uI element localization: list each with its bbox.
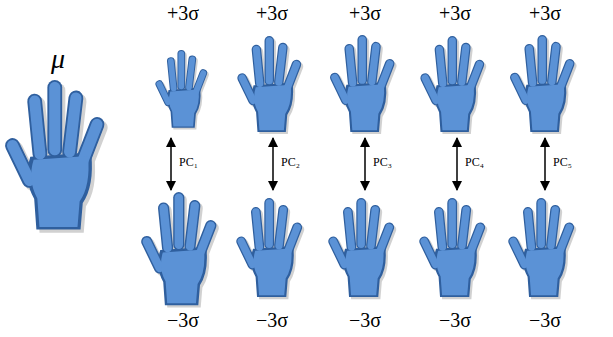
pc-arrow: [456, 138, 458, 190]
pc-label: PC₁: [178, 156, 199, 169]
sigma-label: +3σ: [528, 2, 562, 24]
pc-arrow: [272, 138, 274, 190]
sigma-label: +3σ: [166, 2, 200, 24]
sigma-label: −3σ: [528, 309, 562, 331]
mean-hand: [12, 87, 100, 231]
sigma-label: +3σ: [255, 2, 289, 24]
pc-arrow: [364, 138, 366, 190]
sigma-label: +3σ: [438, 2, 472, 24]
pc-label: PC₂: [280, 156, 301, 169]
sigma-label: −3σ: [438, 309, 472, 331]
hand-plus: [335, 40, 392, 133]
pc-label: PC₃: [372, 156, 393, 169]
sigma-label: +3σ: [348, 2, 382, 24]
hand-minus: [333, 203, 391, 298]
hand-minus: [513, 203, 571, 298]
hand-plus: [425, 41, 481, 133]
pc-arrow: [170, 138, 172, 190]
sigma-label: −3σ: [255, 309, 289, 331]
hand-plus: [242, 41, 298, 133]
hand-minus: [241, 203, 299, 298]
sigma-label: −3σ: [166, 309, 200, 331]
hand-plus: [159, 54, 205, 129]
pc-label: PC₄: [464, 156, 485, 169]
sigma-label: −3σ: [348, 309, 382, 331]
mean-label: μ: [50, 44, 66, 75]
hand-plus: [515, 40, 572, 133]
pc-label: PC₅: [552, 156, 573, 169]
pc-arrow: [544, 138, 546, 190]
hand-minus: [147, 198, 213, 307]
pc-arrows: [171, 138, 545, 190]
hand-minus: [424, 203, 482, 298]
